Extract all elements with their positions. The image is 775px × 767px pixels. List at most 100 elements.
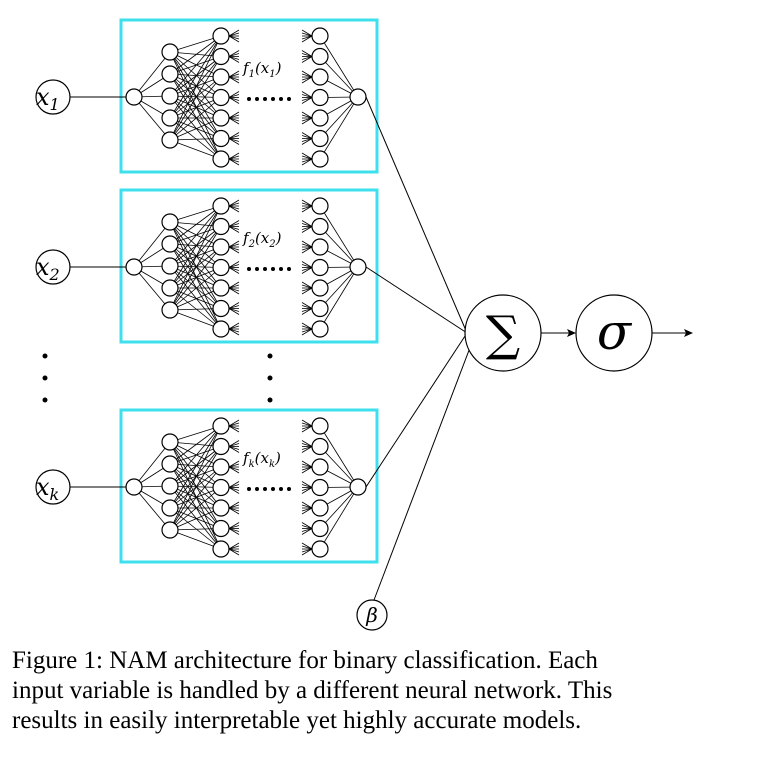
input-stub [301,152,313,160]
input-stub [301,504,313,509]
output-stub [228,501,240,509]
input-stub [301,328,313,333]
input-stub [301,73,313,78]
hidden-edge [169,139,222,160]
caption-line-3: results in easily interpretable yet high… [12,707,582,734]
neuron [212,88,230,107]
hidden-edge [319,425,359,488]
input-stub [301,284,313,289]
input-stub [301,199,313,207]
hidden-edge [169,446,222,465]
input-stub [301,117,313,125]
hidden-edge [169,51,222,78]
neuron [311,47,329,66]
neuron [349,258,367,276]
output-stub [228,29,240,37]
input-stub [301,50,313,57]
output-stub [228,302,240,309]
output-stub [228,328,240,336]
hidden-edge [169,466,222,531]
output-stub [228,425,240,433]
figure-caption: Figure 1: NAM architecture for binary cl… [12,646,712,736]
output-stub [228,32,240,37]
hidden-edge [169,35,222,53]
ellipsis-dot [247,267,251,271]
input-stub [301,484,313,488]
hidden-edge [169,463,222,488]
output-stub [228,507,240,515]
neuron [311,320,329,338]
neuron [212,499,230,517]
neuron [212,197,230,215]
neuron [311,197,329,215]
neuron [311,478,329,497]
output-stub [228,443,240,447]
network-box [119,188,379,344]
output-stub [228,548,240,553]
hidden-edge [169,73,222,98]
hidden-edge [319,56,359,98]
output-stub [228,267,240,274]
hidden-edge [133,266,171,311]
ellipsis-dot [263,267,267,271]
hidden-edge [169,463,222,509]
output-stub [228,158,240,166]
input-stub [301,56,313,63]
output-stub [228,542,240,550]
hidden-edge [169,246,222,311]
neuron [161,433,179,451]
output-stub [228,246,240,251]
input-stub [301,91,313,98]
input-stub [301,446,313,450]
bias-node [356,599,388,631]
input-stub [301,267,313,274]
hidden-edge [169,446,222,531]
input-stub [301,158,313,163]
hidden-edge [169,205,222,289]
hidden-edge [169,117,222,160]
hidden-edge [169,309,222,330]
input-stub [301,487,313,491]
hidden-edge [169,221,222,330]
input-stub [301,548,313,556]
input-stub [301,322,313,330]
neuron [212,458,230,476]
hidden-edge [169,441,222,468]
input-stub [301,528,313,535]
ellipsis-dot [279,97,283,101]
hidden-edge [169,243,222,289]
input-stub [301,246,313,254]
neuron [212,417,230,435]
input-stub [301,226,313,230]
output-stub [228,481,240,488]
input-stub [301,425,313,430]
neuron [161,87,179,105]
hidden-edge [169,221,222,289]
input-stub [301,440,313,447]
hidden-edge [169,246,222,267]
output-stub [228,487,240,494]
vertical-ellipsis-dot [42,353,48,359]
to-sum-edge [365,96,468,334]
input-stub [301,111,313,119]
output-stub [228,463,240,468]
hidden-edge [169,221,222,309]
vertical-ellipsis-dot [267,353,273,359]
sum-symbol: ∑ [486,306,520,362]
output-stub [228,94,240,98]
input-stub [301,419,313,427]
output-stub [228,220,240,227]
hidden-edge [169,265,222,309]
output-stub [228,114,240,119]
neuron [212,68,230,86]
neuron [125,478,143,496]
input-variable-label: xk [36,473,59,504]
output-stub [228,328,240,333]
hidden-edge [169,205,222,311]
hidden-edge [319,35,359,98]
neuron [212,129,230,148]
shape-function-label: fk(xk) [242,449,281,470]
input-stub [301,158,313,166]
hidden-edge [319,486,359,550]
